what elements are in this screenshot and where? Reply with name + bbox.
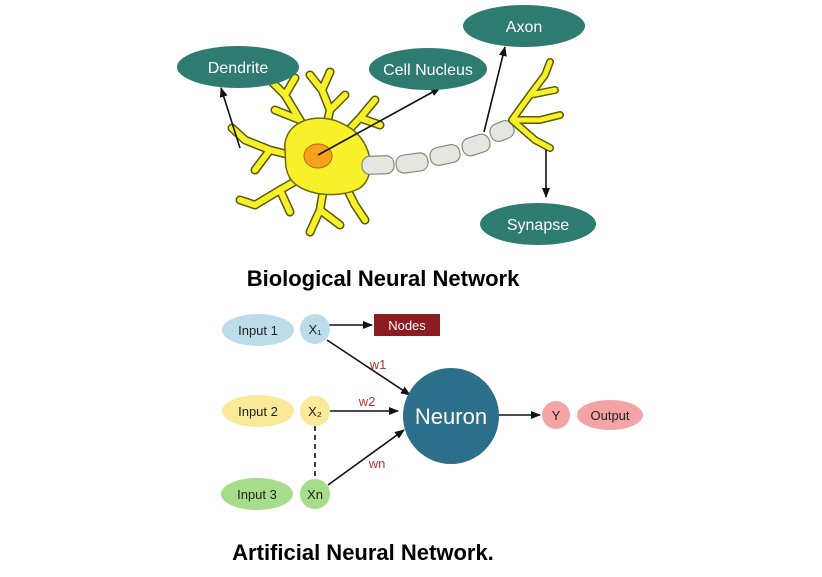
label-synapse: Synapse <box>480 203 596 245</box>
biological-arrows <box>219 46 550 198</box>
node-x1: X₁ <box>300 314 330 344</box>
svg-text:Input 3: Input 3 <box>237 487 277 502</box>
svg-text:X₂: X₂ <box>308 404 322 419</box>
artificial-connections <box>314 321 541 486</box>
svg-text:Synapse: Synapse <box>507 217 569 234</box>
nodes-label: Nodes <box>374 314 440 336</box>
label-dendrite: Dendrite <box>177 46 299 88</box>
svg-text:Xn: Xn <box>307 487 323 502</box>
weight-w2: w2 <box>358 394 376 409</box>
label-cell-nucleus: Cell Nucleus <box>369 48 487 90</box>
axon-myelin-sheath <box>361 119 515 175</box>
input-2: Input 2 <box>222 395 294 427</box>
weight-w1: w1 <box>369 357 387 372</box>
svg-text:Output: Output <box>590 408 629 423</box>
axon-terminal <box>508 58 564 152</box>
input-1: Input 1 <box>222 314 294 346</box>
neuron: Neuron <box>403 368 499 464</box>
svg-text:Y: Y <box>552 408 561 423</box>
cell-nucleus <box>303 143 333 169</box>
svg-text:Dendrite: Dendrite <box>208 60 269 77</box>
node-xn: Xn <box>300 479 330 509</box>
output-label: Output <box>577 400 643 430</box>
svg-text:Axon: Axon <box>506 19 542 36</box>
biological-neuron-illustration <box>227 58 564 237</box>
artificial-title: Artificial Neural Network. <box>232 540 494 565</box>
svg-text:Nodes: Nodes <box>388 318 426 333</box>
input-3: Input 3 <box>221 478 293 510</box>
svg-text:Input 1: Input 1 <box>238 323 278 338</box>
svg-text:Cell Nucleus: Cell Nucleus <box>383 62 473 79</box>
node-y: Y <box>542 401 570 429</box>
weight-wn: wn <box>368 456 386 471</box>
svg-text:Neuron: Neuron <box>415 404 487 429</box>
svg-text:Input 2: Input 2 <box>238 404 278 419</box>
label-axon: Axon <box>463 5 585 47</box>
biological-title: Biological Neural Network <box>247 266 520 291</box>
node-x2: X₂ <box>300 396 330 426</box>
svg-text:X₁: X₁ <box>308 322 322 337</box>
